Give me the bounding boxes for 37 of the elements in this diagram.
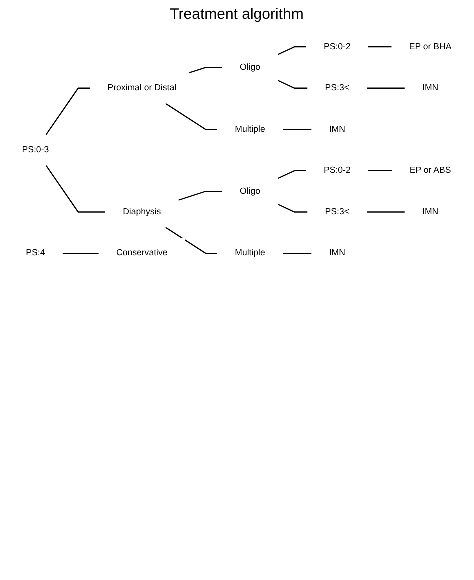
connector <box>46 165 106 213</box>
connector <box>62 252 99 254</box>
node-text: Oligo <box>240 186 261 196</box>
connector <box>46 88 90 136</box>
connector <box>189 67 222 74</box>
connector <box>278 46 306 56</box>
connector <box>178 191 222 201</box>
connector <box>368 170 392 172</box>
node-text: EP or ABS <box>410 166 452 176</box>
node-text: Proximal or Distal <box>108 82 177 93</box>
node-text: IMN <box>329 248 346 258</box>
node-text: Oligo <box>240 62 261 72</box>
node-text: IMN <box>329 124 346 134</box>
connector <box>282 252 312 254</box>
node-text: IMN <box>422 82 439 93</box>
connector <box>282 129 312 130</box>
node-text: Multiple <box>235 248 266 258</box>
connector <box>278 170 306 180</box>
node-text: PS:0-3 <box>22 144 50 155</box>
node-text: EP or BHA <box>409 42 452 52</box>
node-text: PS:4 <box>26 248 46 258</box>
node-text: Multiple <box>235 124 266 134</box>
connector <box>367 212 405 213</box>
node-text: Diaphysis <box>123 206 162 217</box>
node-text: IMN <box>422 206 439 217</box>
connector <box>278 204 308 213</box>
connector <box>367 88 405 89</box>
node-text: PS:0-2 <box>324 42 351 52</box>
connector <box>166 103 218 130</box>
node-text: PS:3< <box>325 82 350 93</box>
node-text: PS:0-2 <box>324 166 351 176</box>
connector <box>278 80 308 89</box>
connector <box>166 227 218 254</box>
diagram-title: Treatment algorithm <box>169 6 305 23</box>
node-text: Conservative <box>116 248 168 258</box>
connector <box>368 46 392 48</box>
node-text: PS:3< <box>325 206 350 217</box>
